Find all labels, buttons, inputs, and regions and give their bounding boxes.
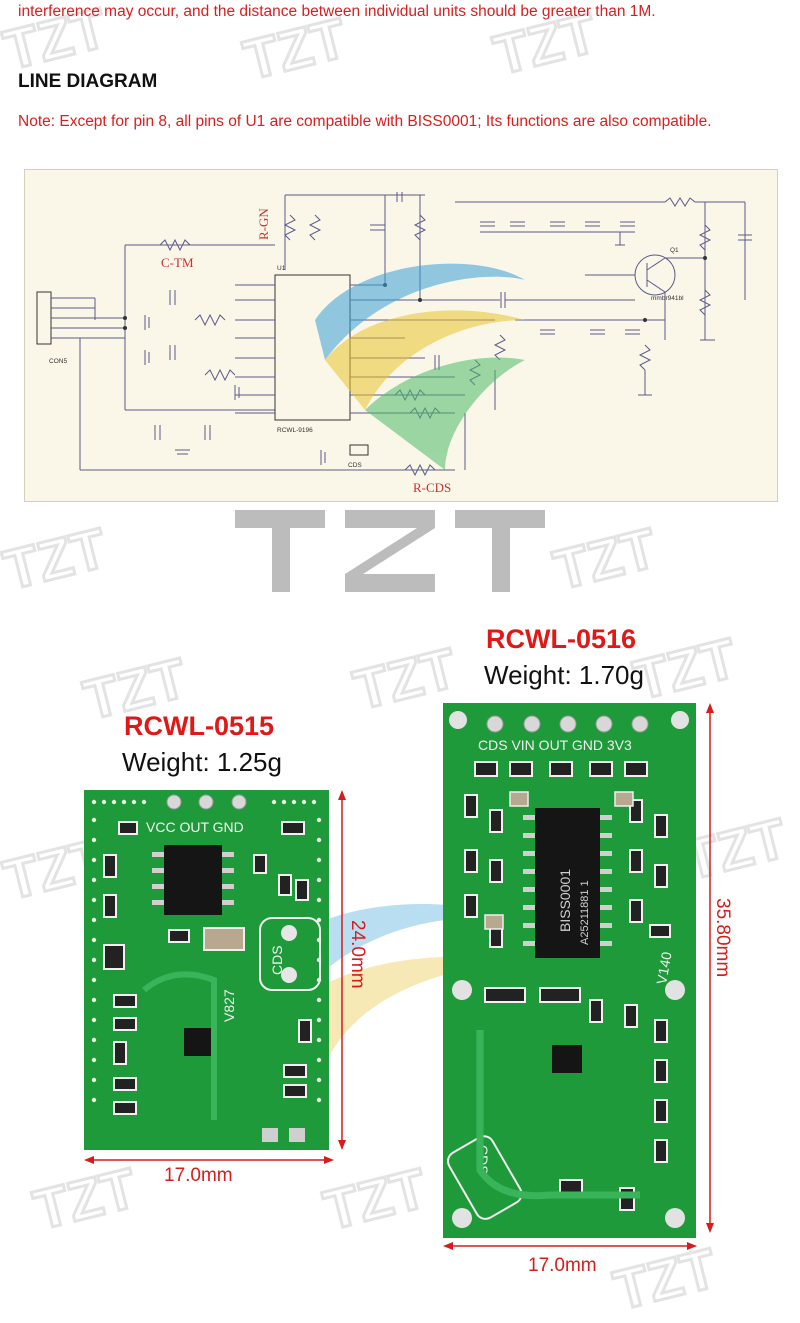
rcwl-0516-title: RCWL-0516 xyxy=(486,624,637,654)
r-cds-label: R-CDS xyxy=(413,480,451,495)
cds-label: CDS xyxy=(348,462,362,469)
chip-code: A25211881 1 xyxy=(579,880,591,945)
c-tm-label: C-TM xyxy=(161,255,194,270)
u1-label: U1 xyxy=(277,265,286,272)
compatibility-note: Note: Except for pin 8, all pins of U1 a… xyxy=(18,113,712,130)
tzt-logo xyxy=(235,510,545,592)
transistor-label: Q1 xyxy=(670,247,679,254)
board-marking: V140 xyxy=(653,950,674,985)
logo-swoosh xyxy=(315,263,525,470)
rcwl-0515-width-dimension: 17.0mm xyxy=(164,1165,233,1186)
schematic-drawing: R-GN C-TM R-CDS U1 RCWL-9196 CON5 Q1 mmb… xyxy=(36,192,752,495)
rcwl-0516-width-dimension: 17.0mm xyxy=(528,1255,597,1276)
watermark-text: TZT xyxy=(0,516,112,602)
board-marking: V827 xyxy=(221,989,237,1022)
section-heading: LINE DIAGRAM xyxy=(18,71,158,92)
rcwl-0515-board-image: VCC OUT GND CDS V827 xyxy=(84,790,346,1164)
transistor-part-label: mmbr941bl xyxy=(651,295,684,302)
rcwl-0516-board-image: CDS VIN OUT GND 3V3 BISS0001 A25211881 1… xyxy=(443,703,714,1250)
pin-labels: CDS VIN OUT GND 3V3 xyxy=(478,737,632,753)
pin-labels: VCC OUT GND xyxy=(146,819,244,835)
rcwl-0515-title: RCWL-0515 xyxy=(124,711,275,741)
line-diagram-schematic: R-GN C-TM R-CDS U1 RCWL-9196 CON5 Q1 mmb… xyxy=(24,169,778,502)
rcwl-0516-height-dimension: 35.80mm xyxy=(712,898,733,978)
rcwl-0516-weight: Weight: 1.70g xyxy=(484,660,644,690)
intro-text: interference may occur, and the distance… xyxy=(18,3,656,20)
r-gn-label: R-GN xyxy=(256,208,271,240)
chip xyxy=(164,845,222,915)
watermark-text: TZT xyxy=(628,626,743,712)
rcwl-0515-height-dimension: 24.0mm xyxy=(347,920,368,989)
chip-marking: BISS0001 xyxy=(557,869,573,932)
pcb-board xyxy=(443,703,696,1238)
connector-label: CON5 xyxy=(49,358,67,365)
u1-part-label: RCWL-9196 xyxy=(277,427,313,434)
biss0001-chip xyxy=(535,808,600,958)
cds-board-label: CDS xyxy=(269,945,285,975)
rcwl-0515-weight: Weight: 1.25g xyxy=(122,747,282,777)
